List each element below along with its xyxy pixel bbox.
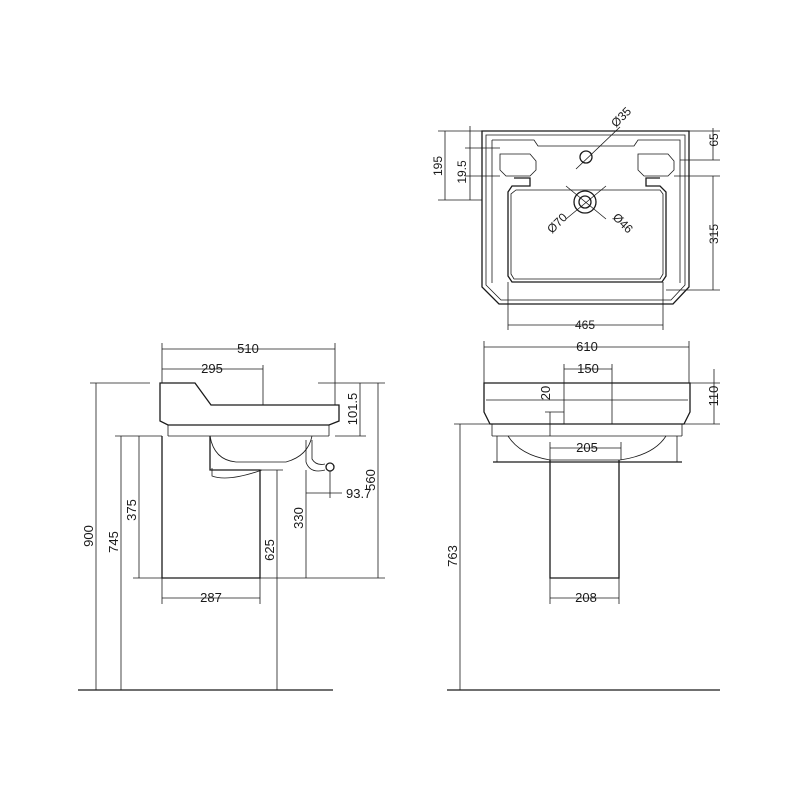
plan-bowl-outline bbox=[507, 177, 667, 283]
side-dim-295: 295 bbox=[201, 361, 223, 376]
front-dim-110: 110 bbox=[706, 386, 721, 407]
plan-dim-195: 195 bbox=[431, 156, 445, 176]
plan-dim-dia70: Ø70 bbox=[544, 210, 570, 236]
side-dim-560: 560 bbox=[363, 469, 378, 491]
side-dim-93-7: 93.7 bbox=[346, 486, 371, 501]
front-dim-205: 205 bbox=[576, 440, 598, 455]
front-dim-610: 610 bbox=[576, 339, 598, 354]
plan-dim-315: 315 bbox=[707, 224, 721, 244]
front-view: 610 150 20 110 205 208 763 bbox=[445, 339, 721, 691]
front-dim-763: 763 bbox=[445, 545, 460, 567]
front-pedestal bbox=[549, 460, 620, 579]
front-basin-outline bbox=[483, 382, 691, 425]
plan-view: 195 19.5 65 315 465 Ø35 Ø70 Ø46 bbox=[431, 104, 721, 332]
front-dim-208: 208 bbox=[575, 590, 597, 605]
waste-outer bbox=[573, 190, 597, 214]
waste-inner bbox=[578, 195, 592, 209]
side-view: 510 295 101.5 560 93.7 330 900 745 375 6… bbox=[78, 341, 385, 691]
side-dim-745: 745 bbox=[106, 531, 121, 553]
plan-dim-dia46: Ø46 bbox=[610, 210, 636, 236]
side-dim-510: 510 bbox=[237, 341, 259, 356]
plan-dim-19-5: 19.5 bbox=[455, 160, 469, 184]
side-dim-287: 287 bbox=[200, 590, 222, 605]
plan-dim-dia35: Ø35 bbox=[608, 104, 634, 130]
side-pedestal bbox=[161, 436, 261, 579]
side-dim-625: 625 bbox=[262, 539, 277, 561]
tap-hole bbox=[579, 150, 593, 164]
side-basin-outline bbox=[159, 382, 340, 426]
plan-dim-65: 65 bbox=[707, 133, 721, 147]
side-dim-101-5: 101.5 bbox=[345, 393, 360, 426]
side-dim-900: 900 bbox=[81, 525, 96, 547]
front-dim-150: 150 bbox=[577, 361, 599, 376]
side-dim-375: 375 bbox=[124, 499, 139, 521]
front-dim-20: 20 bbox=[538, 386, 553, 400]
side-dim-330: 330 bbox=[291, 507, 306, 529]
plan-dim-465: 465 bbox=[575, 318, 595, 332]
